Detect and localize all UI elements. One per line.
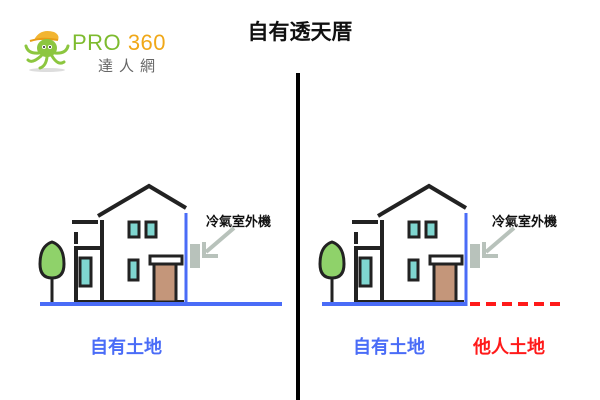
house-illustration-right	[318, 183, 560, 306]
ac-label: 冷氣室外機	[492, 215, 558, 230]
page-title: 自有透天厝	[247, 20, 353, 44]
center-divider	[296, 73, 300, 400]
other-land-label: 他人土地	[473, 337, 545, 358]
ac-label: 冷氣室外機	[206, 215, 272, 230]
ac-unit-icon	[190, 244, 200, 268]
own-land-label: 自有土地	[90, 337, 162, 358]
logo-subtitle: 達人網	[98, 57, 162, 75]
tree-icon	[318, 240, 346, 302]
house-illustration-left	[38, 183, 282, 306]
own-land-label: 自有土地	[353, 337, 425, 358]
logo-brand: PRO 360	[72, 30, 167, 55]
ac-unit-icon	[470, 244, 480, 268]
tree-icon	[38, 240, 66, 302]
octopus-mascot-icon	[24, 31, 70, 72]
